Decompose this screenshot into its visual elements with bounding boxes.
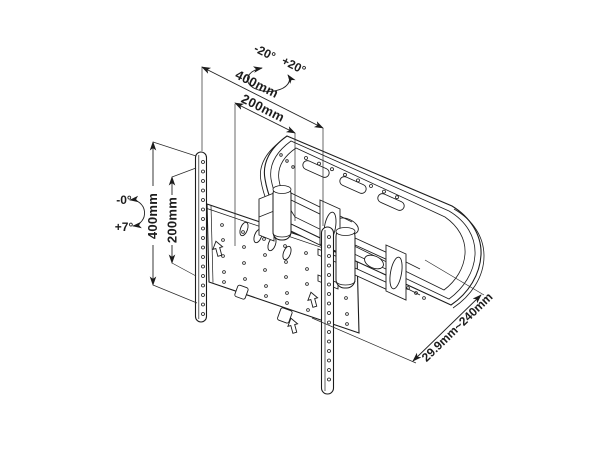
plate-arrow-cutouts (212, 240, 319, 334)
swivel-angle-left-label: -20° (252, 41, 278, 63)
dim-line-extension (412, 294, 482, 362)
ext-line (152, 284, 198, 304)
dim-label-height-200: 200mm (165, 197, 180, 243)
label-halo (164, 195, 180, 245)
upper-articulating-arm (258, 185, 353, 254)
left-rail-holes (201, 160, 205, 316)
dim-line-width-200 (234, 102, 296, 134)
label-halo (145, 186, 160, 245)
ext-line (152, 141, 197, 157)
ext-line (311, 317, 417, 364)
ext-line (424, 259, 485, 296)
ext-line (171, 262, 197, 277)
swivel-arrow-icon (247, 66, 296, 92)
dim-label-width-200: 200mm (239, 91, 287, 125)
dim-label-height-400: 400mm (145, 193, 160, 239)
dim-line-width-400 (201, 66, 324, 129)
tilt-arrow-icon (129, 195, 145, 229)
right-mounting-rail (320, 226, 335, 395)
left-mounting-rail (194, 151, 208, 323)
right-rail-holes (327, 235, 331, 382)
swivel-angle-right-label: +20° (279, 54, 308, 78)
tilt-angle-up-label: -0° (116, 193, 132, 207)
tilt-angle-down-label: +7° (115, 220, 134, 234)
ext-line (171, 167, 197, 178)
